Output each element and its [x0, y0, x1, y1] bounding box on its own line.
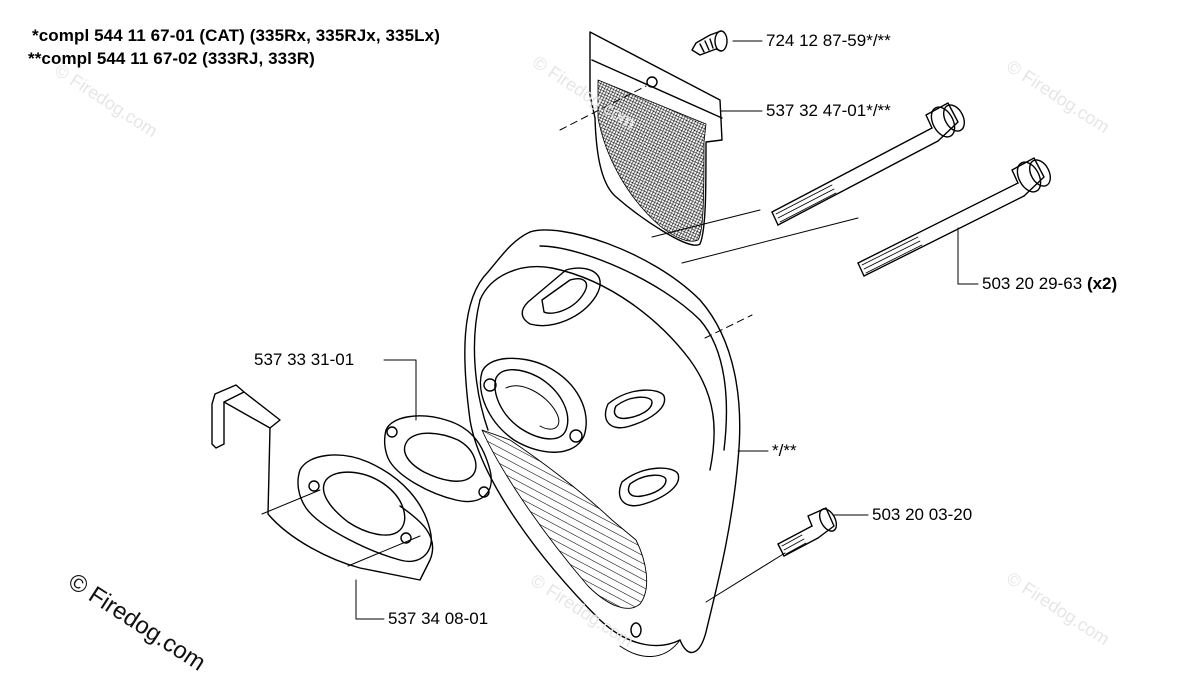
muffler-body	[464, 229, 741, 658]
label-short-bolt: 503 20 03-20	[872, 505, 973, 524]
label-muffler: */**	[772, 441, 797, 460]
gasket	[383, 415, 492, 503]
long-bolt-quantity: (x2)	[1086, 274, 1118, 293]
label-plate: 537 34 08-01	[388, 609, 489, 628]
spark-screen	[589, 31, 723, 246]
long-bolt-upper	[771, 102, 966, 226]
label-top-screw: 724 12 87-59*/**	[766, 31, 891, 50]
label-long-bolt: 503 20 29-63 (x2)	[982, 274, 1117, 294]
compl-note-cat: *compl 544 11 67-01 (CAT) (335Rx, 335RJx…	[32, 26, 440, 45]
compl-note-std: **compl 544 11 67-02 (333RJ, 333R)	[28, 49, 315, 68]
long-bolt-part-number: 503 20 29-63	[982, 274, 1083, 293]
short-bolt	[777, 507, 838, 557]
label-screen: 537 32 47-01*/**	[766, 101, 891, 120]
top-screw	[691, 30, 728, 56]
label-gasket: 537 33 31-01	[254, 350, 355, 369]
long-bolt-lower	[857, 157, 1052, 277]
mounting-plate	[211, 384, 434, 581]
